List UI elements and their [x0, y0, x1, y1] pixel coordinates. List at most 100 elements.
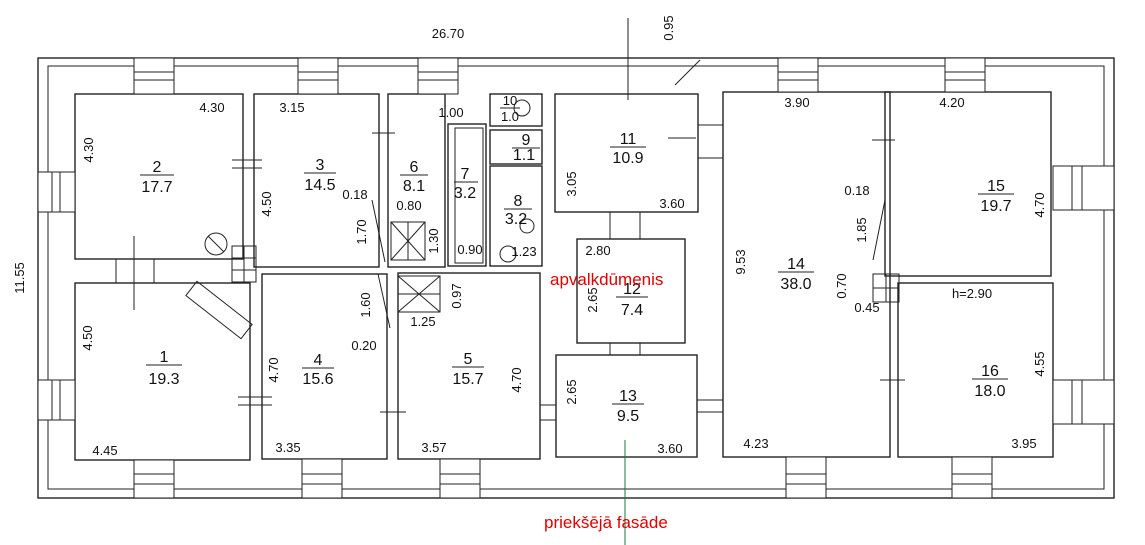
dim-label: 3.57 [421, 440, 446, 455]
dim-label: 3.95 [1011, 436, 1036, 451]
outer-wall-inner [47, 65, 1105, 490]
dim-label: 2.65 [585, 287, 600, 312]
dim-label: 0.90 [457, 242, 482, 257]
room-8-area: 3.2 [505, 211, 527, 228]
front-facade-annotation: priekšējā fasāde [544, 513, 668, 532]
dim-label: 0.45 [854, 300, 879, 315]
attic-annotation: apvalkdūmenis [550, 270, 663, 289]
room-16-outline [897, 282, 1054, 458]
dim-label: 3.60 [657, 441, 682, 456]
room-10-outline [489, 93, 543, 127]
room-13-area: 9.5 [617, 408, 639, 425]
bay-label: 0.95 [661, 15, 676, 40]
dim-label: 4.23 [743, 436, 768, 451]
room-11-outline [554, 93, 699, 213]
dim-label: 1.23 [511, 244, 536, 259]
dim-label: 4.70 [509, 367, 524, 392]
dim-label: 3.05 [564, 171, 579, 196]
room-6-number: 6 [410, 159, 419, 176]
dim-label: 4.50 [259, 191, 274, 216]
toilet-icon [499, 245, 517, 263]
oven [185, 280, 253, 340]
dim-label: 4.70 [1032, 192, 1047, 217]
room-12-number: 12 [623, 281, 641, 298]
window [951, 456, 993, 499]
window [944, 57, 986, 93]
room-15-outline [884, 91, 1052, 277]
height-note: h=2.90 [952, 286, 992, 301]
dim-label: 1.25 [410, 314, 435, 329]
window [777, 57, 819, 93]
dim-label: 1.70 [354, 219, 369, 244]
window [133, 459, 175, 499]
dim-label: 4.70 [266, 357, 281, 382]
dim-label: 3.60 [659, 196, 684, 211]
dim-label: 0.70 [834, 273, 849, 298]
room-11-number: 11 [620, 131, 637, 148]
room-4-area: 15.6 [302, 371, 333, 388]
room-12-area: 7.4 [621, 302, 643, 319]
dim-label: 2.80 [585, 243, 610, 258]
room-7-area: 3.2 [454, 185, 476, 202]
dim-label: 0.97 [449, 283, 464, 308]
stove-icon [204, 232, 228, 256]
dim-label: 4.20 [939, 95, 964, 110]
overall-width-label: 26.70 [432, 26, 465, 41]
window [37, 171, 76, 213]
bathtub [454, 127, 484, 264]
room-16-number: 16 [981, 363, 999, 380]
dim-label: 1.30 [426, 228, 441, 253]
room-2-area: 17.7 [141, 179, 172, 196]
window [1052, 379, 1115, 425]
room-5-number: 5 [464, 351, 473, 368]
room-13-number: 13 [619, 388, 637, 405]
room-10-area: 1.0 [501, 109, 519, 124]
room-14-area: 38.0 [780, 276, 811, 293]
dim-label: 4.30 [81, 137, 96, 162]
dim-label: 2.65 [564, 379, 579, 404]
dim-label: 0.18 [342, 187, 367, 202]
room-3-number: 3 [316, 157, 325, 174]
dim-label: 4.50 [80, 325, 95, 350]
room-3-area: 14.5 [304, 177, 335, 194]
room-15-number: 15 [987, 178, 1005, 195]
room-6-area: 8.1 [403, 178, 425, 195]
dim-label: 4.55 [1032, 351, 1047, 376]
window [133, 57, 175, 95]
window [1052, 165, 1115, 211]
window [417, 57, 459, 95]
dim-label: 1.85 [854, 217, 869, 242]
dim-label: 3.90 [784, 95, 809, 110]
room-9-outline [489, 129, 543, 165]
dim-label: 9.53 [733, 249, 748, 274]
room-1-number: 1 [160, 349, 169, 366]
dimension-labels: 26.70 11.55 0.95 4.30 4.30 3.15 4.50 0.1… [12, 15, 1047, 458]
room-5-area: 15.7 [452, 371, 483, 388]
room-2-number: 2 [153, 159, 162, 176]
window [301, 458, 343, 499]
room-9-area: 1.1 [513, 147, 535, 164]
room-14-number: 14 [787, 256, 805, 273]
room-7-outline [447, 123, 487, 267]
window [37, 379, 76, 421]
window [297, 57, 339, 95]
dim-label: 0.20 [351, 338, 376, 353]
outer-wall [37, 57, 1115, 499]
dim-label: 1.60 [358, 292, 373, 317]
room-16-area: 18.0 [974, 383, 1005, 400]
room-15-area: 19.7 [980, 198, 1011, 215]
room-7-number: 7 [461, 166, 470, 183]
window [439, 458, 481, 499]
room-13-outline [555, 354, 698, 458]
overall-depth-label: 11.55 [12, 262, 27, 294]
dim-label: 1.00 [438, 105, 463, 120]
dim-label: 3.15 [279, 100, 304, 115]
room-12-outline [576, 238, 686, 344]
room-labels: 2 17.7 3 14.5 6 8.1 7 3.2 8 3.2 9 1.1 10… [140, 93, 1014, 425]
window [785, 456, 827, 499]
room-14-outline [722, 91, 891, 458]
room-1-area: 19.3 [148, 371, 179, 388]
dim-label: 4.45 [92, 443, 117, 458]
room-6-outline [387, 93, 446, 268]
room-2-outline [74, 93, 244, 260]
